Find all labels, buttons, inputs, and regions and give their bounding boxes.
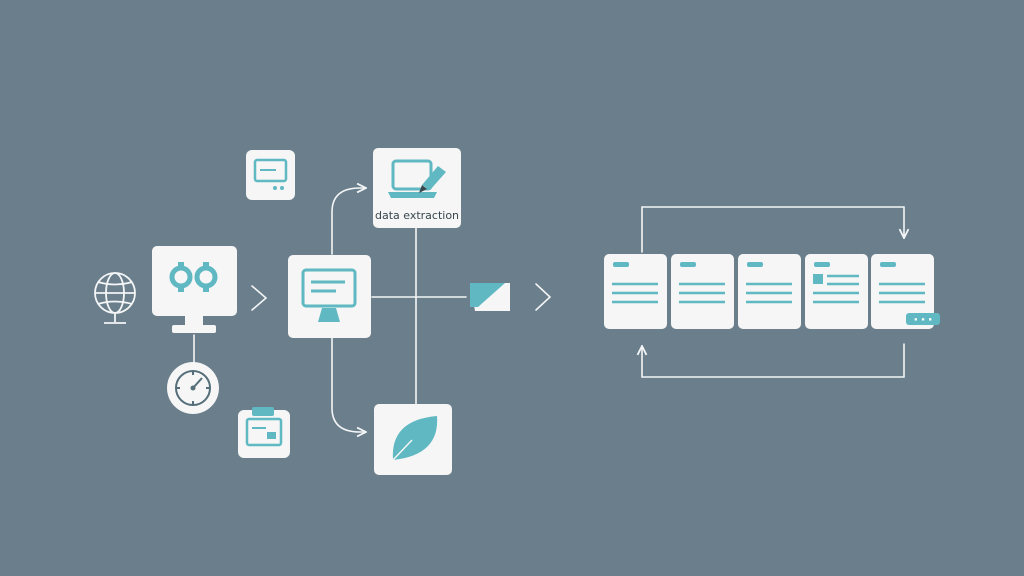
gears-icon (169, 265, 218, 289)
laptop-pen-icon (388, 159, 446, 198)
window-icon (253, 158, 288, 190)
small-window-node (246, 150, 295, 200)
hub-node (288, 255, 371, 338)
leaf-node (374, 404, 452, 475)
document-5: ▪ ▪ ▪ (871, 254, 940, 329)
branch-down-arrow (331, 337, 366, 432)
globe-icon (94, 272, 136, 324)
data-extraction-node: data extraction (373, 148, 461, 228)
connectors (193, 188, 905, 432)
monitor-settings-node (152, 246, 237, 333)
clipboard-node (238, 407, 290, 458)
flag-icon (470, 283, 510, 311)
arrow-to-hub (251, 285, 268, 311)
clipboard-icon (245, 407, 283, 447)
document-badge-text: ▪ ▪ ▪ (914, 316, 932, 323)
loop-bottom-line (642, 343, 905, 378)
loop-top-line (641, 206, 904, 253)
leaf-icon (392, 416, 438, 461)
branch-up-arrow (331, 188, 366, 255)
document-4 (805, 254, 868, 329)
clock-node (167, 362, 219, 414)
document-badge (906, 313, 940, 325)
document-2 (671, 254, 734, 329)
monitor-icon (301, 268, 357, 322)
arrow-to-documents (535, 283, 552, 311)
document-1 (604, 254, 667, 329)
data-extraction-label: data extraction (375, 209, 459, 222)
document-3 (738, 254, 801, 329)
documents-row: ▪ ▪ ▪ (604, 254, 940, 329)
